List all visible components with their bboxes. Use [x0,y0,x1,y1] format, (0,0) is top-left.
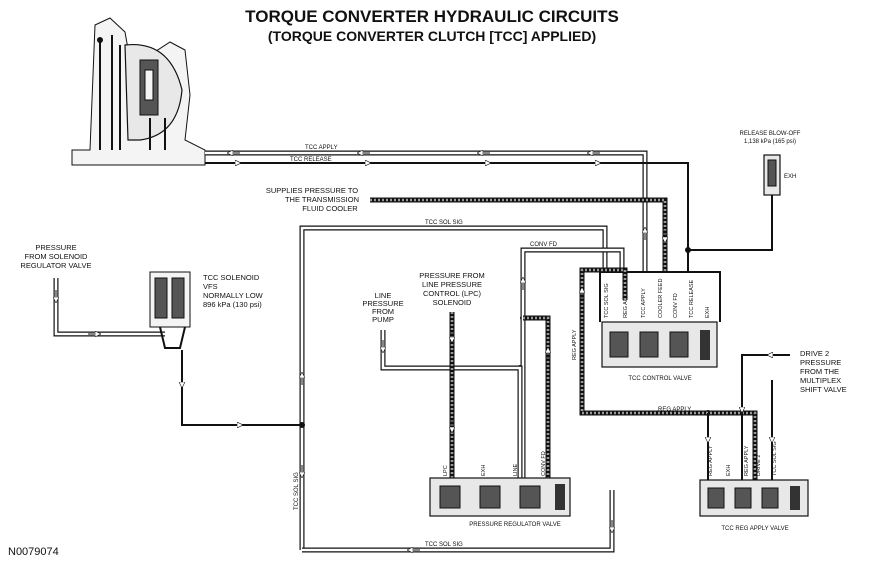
pressure-regulator-label: PRESSURE REGULATOR VALVE [469,522,561,528]
release-blowoff-valve [688,154,781,251]
release-blowoff-label-1: RELEASE BLOW-OFF [740,131,801,137]
line-pressure-label-3: FROM [372,307,394,316]
reg-apply-v-label: REG APPLY [572,329,578,360]
tcc-control-valve [601,321,718,368]
reg-apply-circuit [579,267,758,480]
pressure-sol-label-3: REGULATOR VALVE [20,261,91,270]
conv-fd-line [520,247,625,490]
tcc-apply-line [205,150,648,272]
tcc-solenoid [149,271,191,349]
prv-port-label: CONV FD [541,451,547,476]
figure-id: N0079074 [8,546,59,558]
tcc-solenoid-label-2: VFS [203,282,218,291]
prv-port-label: EXH [481,465,487,476]
ctrl-port-label: TCC APPLY [641,288,647,318]
conv-fd-label: CONV FD [530,242,558,248]
reg-port-label: REG APPLY [708,445,714,476]
tcc-sol-sig-bottom-label: TCC SOL SIG [425,542,463,548]
lpc-label-1: PRESSURE FROM [419,271,484,280]
diagram-title: TORQUE CONVERTER HYDRAULIC CIRCUITS [245,7,619,26]
conv-fd-branch [523,315,551,490]
ctrl-port-label: TCC SOL SIG [604,283,610,318]
solenoid-output-line [181,350,302,426]
release-blowoff-label-2: 1,138 kPa (165 psi) [744,139,796,145]
blowoff-exh-label: EXH [784,174,796,180]
reg-port-label: TCC SOL SIG [772,441,778,476]
tcc-solenoid-label-3: NORMALLY LOW [203,291,264,300]
solenoid-supply-line [53,278,165,337]
diagram-subtitle: (TORQUE CONVERTER CLUTCH [TCC] APPLIED) [268,28,596,44]
tcc-sol-sig-branch [707,380,773,480]
tcc-control-valve-ports: TCC SOL SIG REG APPLY TCC APPLY COOLER F… [604,279,711,318]
pressure-sol-label-2: FROM SOLENOID [25,252,89,261]
reg-port-label: DRIVE 2 [756,455,762,476]
cooler-feed-line [370,197,668,272]
torque-converter [71,17,206,166]
ctrl-port-label: CONV FD [673,293,679,318]
tcc-control-valve-label: TCC CONTROL VALVE [628,376,691,382]
ctrl-port-label: TCC RELEASE [689,279,695,318]
cooler-label-2: THE TRANSMISSION [285,195,359,204]
drive2-label-3: FROM THE [800,367,839,376]
cooler-label-1: SUPPLIES PRESSURE TO [266,186,358,195]
junction-dot [685,247,691,253]
reg-port-label: EXH [726,465,732,476]
tcc-solenoid-label-4: 896 kPa (130 psi) [203,300,262,309]
lpc-label-2: LINE PRESSURE [422,280,482,289]
drive2-label-5: SHIFT VALVE [800,385,847,394]
tcc-sol-sig-top-label: TCC SOL SIG [425,220,463,226]
pressure-regulator-valve [429,477,571,517]
ctrl-port-label: REG APPLY [623,287,629,318]
line-pressure-label-4: PUMP [372,315,394,324]
cooler-label-3: FLUID COOLER [302,204,358,213]
pressure-sol-label-1: PRESSURE [35,243,76,252]
drive2-label-2: PRESSURE [800,358,841,367]
tcc-release-label: TCC RELEASE [290,157,332,163]
ctrl-port-label: COOLER FEED [658,279,664,318]
tcc-reg-apply-valve-label: TCC REG APPLY VALVE [721,526,788,532]
tcc-release-line [205,162,689,272]
line-pressure-label-2: PRESSURE [362,299,403,308]
reg-port-label: REG APPLY [744,445,750,476]
ctrl-port-label: EXH [705,307,711,318]
drive2-label-4: MULTIPLEX [800,376,841,385]
lpc-label-3: CONTROL (LPC) [423,289,482,298]
tcc-apply-label: TCC APPLY [305,145,338,151]
flow-arrows-top [228,153,600,163]
prv-port-label: LPC [443,465,449,476]
flow-arrows [56,230,780,550]
ctrl-ports-bus [599,271,721,322]
tcc-sol-sig-left-label: TCC SOL SIG [294,472,300,510]
prv-port-label: LINE [513,463,519,476]
lpc-label-4: SOLENOID [433,298,472,307]
tcc-reg-apply-valve [699,479,809,517]
line-pressure-label-1: LINE [375,291,392,300]
reg-apply-valve-ports: REG APPLY EXH REG APPLY DRIVE 2 TCC SOL … [708,441,778,476]
drive2-label-1: DRIVE 2 [800,349,829,358]
tcc-solenoid-label-1: TCC SOLENOID [203,273,260,282]
reg-apply-h-label: REG APPLY [658,407,691,413]
